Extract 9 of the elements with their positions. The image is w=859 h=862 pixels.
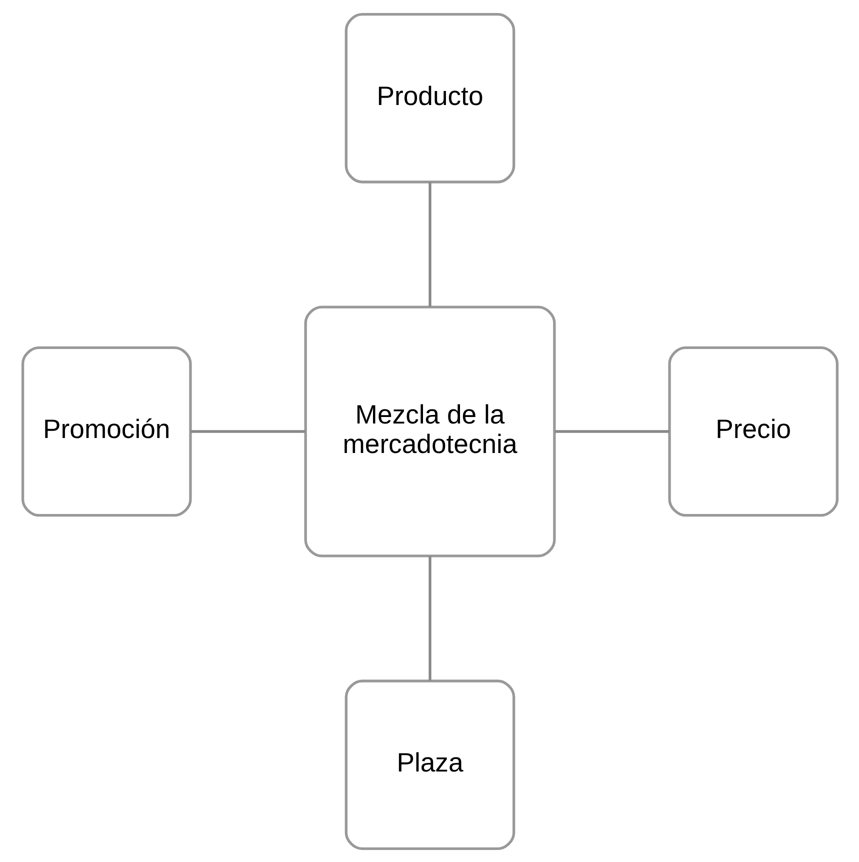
connector — [554, 430, 669, 432]
connector — [190, 430, 305, 432]
node-box: Plaza — [344, 679, 515, 850]
connector — [428, 555, 431, 680]
node-box: Mezcla de la mercadotecnia — [304, 305, 556, 557]
connector — [428, 182, 431, 306]
node-box: Precio — [668, 346, 838, 516]
node-box: Promoción — [20, 346, 192, 516]
node-box: Producto — [344, 12, 515, 183]
